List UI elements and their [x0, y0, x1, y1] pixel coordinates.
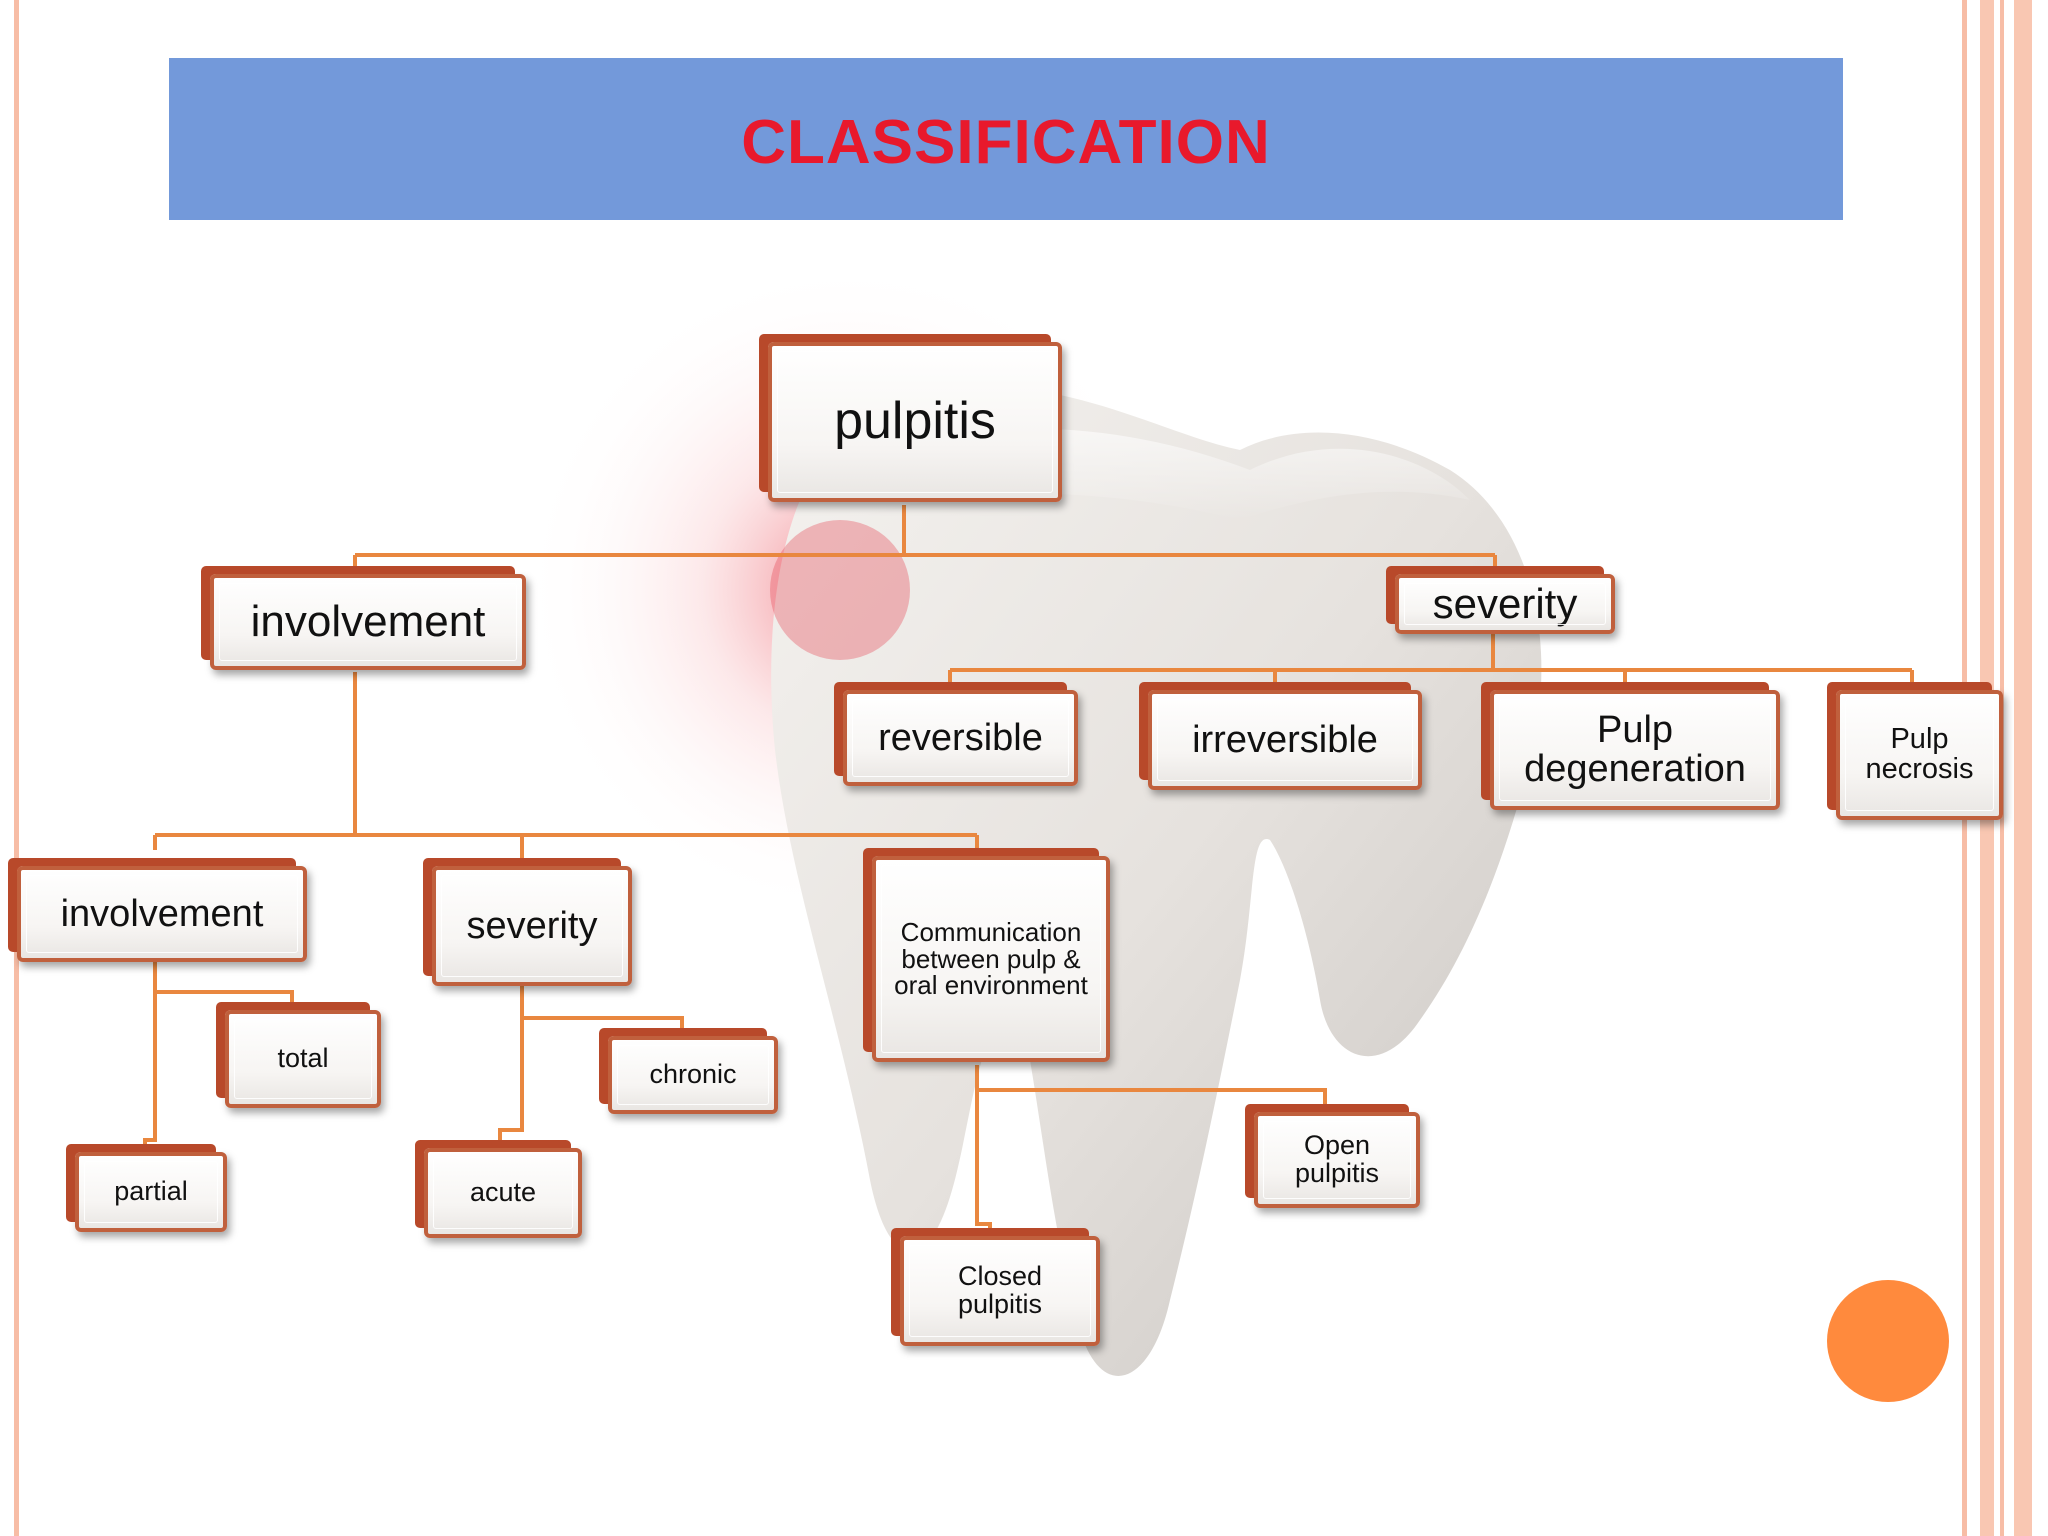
node-involvement-top: involvement — [210, 574, 526, 670]
node-closed-pulpitis: Closed pulpitis — [900, 1236, 1100, 1346]
node-communication: Communication between pulp & oral enviro… — [872, 856, 1110, 1062]
node-reversible: reversible — [843, 690, 1078, 786]
decorative-circle — [1827, 1280, 1949, 1402]
node-pulp-necrosis: Pulp necrosis — [1836, 690, 2003, 820]
node-irreversible: irreversible — [1148, 690, 1422, 790]
node-acute: acute — [424, 1148, 582, 1238]
node-total: total — [225, 1010, 381, 1108]
right-border-stripe-outer — [2014, 0, 2032, 1536]
node-partial: partial — [75, 1152, 227, 1232]
node-open-pulpitis: Open pulpitis — [1254, 1112, 1420, 1208]
node-severity-bottom: severity — [432, 866, 632, 986]
node-pulpitis: pulpitis — [768, 342, 1062, 502]
node-pulp-degeneration: Pulp degeneration — [1490, 690, 1780, 810]
node-severity-top: severity — [1395, 574, 1615, 634]
title-banner: CLASSIFICATION — [169, 58, 1843, 220]
left-border-stripe — [14, 0, 19, 1536]
node-involvement-bottom: involvement — [17, 866, 307, 962]
node-chronic: chronic — [608, 1036, 778, 1114]
slide-title: CLASSIFICATION — [741, 107, 1271, 177]
